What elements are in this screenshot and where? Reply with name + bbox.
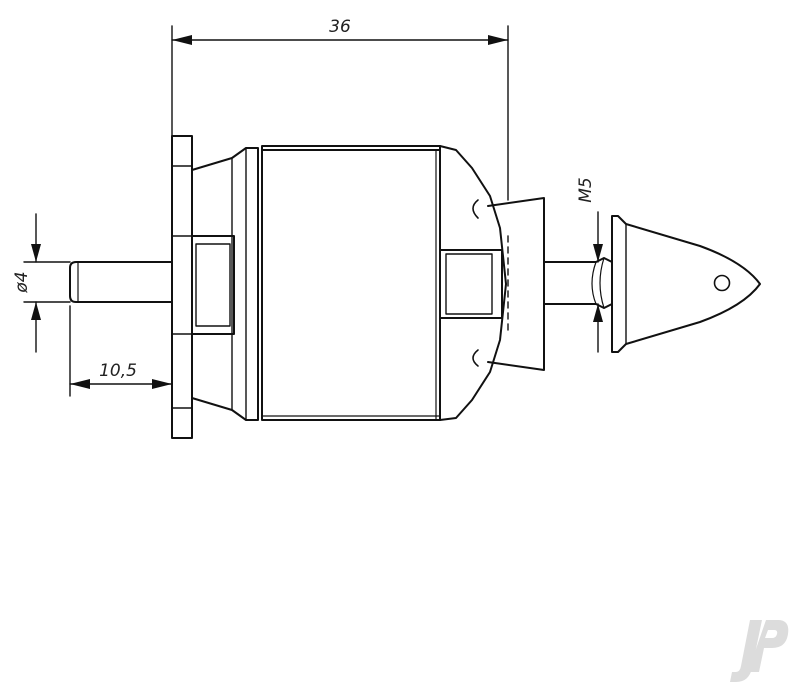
rotor-can xyxy=(261,145,441,421)
mounting-flange xyxy=(171,135,193,439)
rear-cone xyxy=(439,145,507,421)
prop-shaft xyxy=(543,257,613,309)
spinner-nut xyxy=(611,215,761,353)
dimension-thread xyxy=(593,211,603,353)
overall-length-label: 36 xyxy=(329,17,351,37)
front-bearing xyxy=(191,235,235,335)
dimension-shaft-diameter xyxy=(23,213,71,353)
dimension-overall-length xyxy=(171,25,509,201)
thread-size-label: M5 xyxy=(576,177,596,202)
shaft-length-label: 10,5 xyxy=(99,361,137,381)
dimension-shaft-length xyxy=(69,305,173,397)
prop-adapter-collar xyxy=(487,197,545,371)
rear-bearing xyxy=(439,249,503,319)
shaft-diameter-label: ø4 xyxy=(12,271,32,293)
jp-logo-watermark xyxy=(730,620,789,682)
rear-shaft xyxy=(69,261,173,303)
front-bell xyxy=(191,147,259,421)
